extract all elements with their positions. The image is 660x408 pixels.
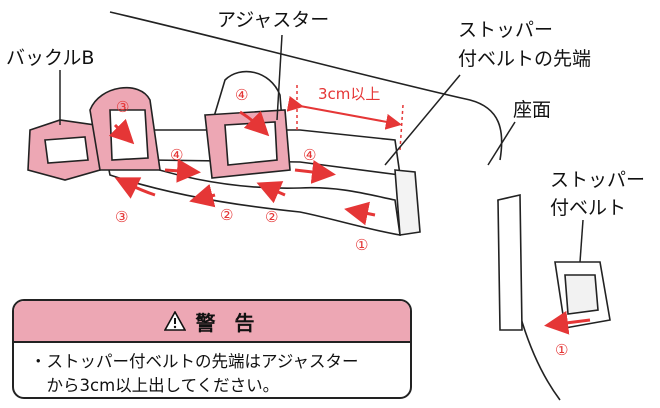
warning-title: 警 告 [195, 310, 261, 335]
warning-triangle-icon [163, 311, 186, 331]
step-4-upper: ④ [235, 86, 248, 104]
warning-box: 警 告 ・ストッパー付ベルトの先端はアジャスター から3cm以上出してください。 [12, 299, 412, 399]
label-adjuster: アジャスター [217, 9, 329, 31]
step-2-left: ② [220, 206, 233, 224]
warning-line-2: から3cm以上出してください。 [30, 376, 280, 395]
label-seat-surface: 座面 [513, 99, 551, 121]
label-stopper-belt-end-2: 付ベルトの先端 [458, 48, 591, 70]
dimension-arrow [286, 95, 402, 130]
buckle-b [27, 86, 161, 181]
label-stopper-belt-2: 付ベルト [550, 197, 626, 219]
step-3-upper: ③ [116, 98, 129, 116]
step-1-seat: ① [555, 341, 568, 359]
label-buckle-b: バックルB [6, 47, 94, 69]
dimension-text: 3cm以上 [318, 85, 380, 103]
stopper-belt [554, 261, 611, 329]
warning-line-1: ・ストッパー付ベルトの先端はアジャスター [30, 352, 359, 371]
seat-outline [109, 11, 561, 401]
step-arrows [108, 110, 591, 335]
label-stopper-belt-1: ストッパー [550, 169, 645, 191]
warning-header: 警 告 [14, 301, 410, 343]
callout-lines [59, 34, 584, 263]
step-4-left: ④ [170, 146, 183, 164]
step-3-lower: ③ [115, 208, 128, 226]
step-2-right: ② [265, 208, 278, 226]
warning-body: ・ストッパー付ベルトの先端はアジャスター から3cm以上出してください。 [14, 343, 410, 397]
step-4-right: ④ [303, 146, 316, 164]
label-stopper-belt-end-1: ストッパー [458, 19, 553, 41]
step-1-belt: ① [355, 236, 368, 254]
